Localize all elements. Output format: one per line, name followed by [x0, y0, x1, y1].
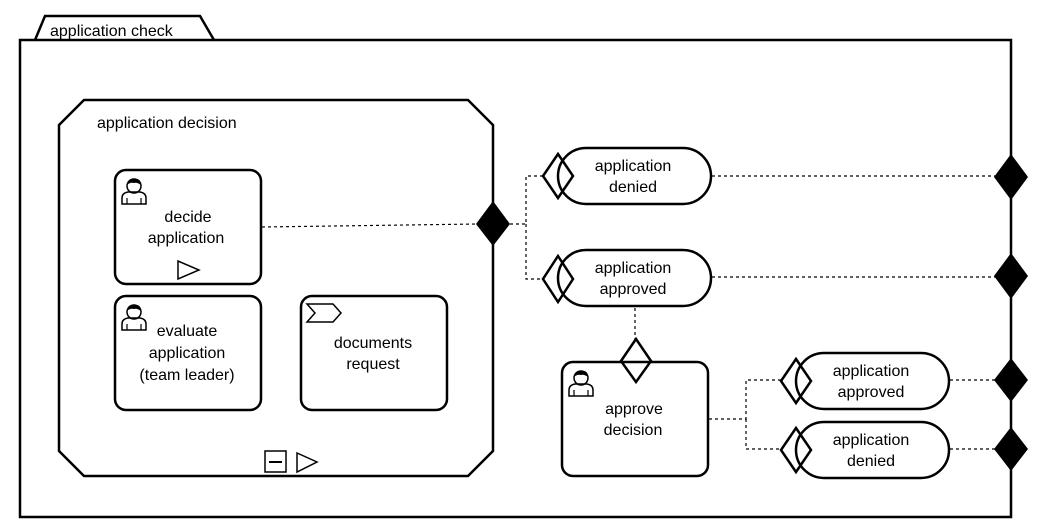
user-icon — [121, 178, 147, 205]
task-approve-decision[interactable]: approve decision — [560, 360, 710, 478]
task-label-line: documents — [334, 335, 412, 352]
task-label-line: decision — [604, 422, 663, 439]
task-label-line: application — [148, 230, 225, 247]
group-application-decision[interactable]: application decision — [57, 98, 495, 478]
outcome-label-line: denied — [609, 179, 657, 196]
gateway-filled-icon[interactable] — [994, 253, 1028, 299]
frame-label: application check — [50, 23, 174, 40]
group-label: application decision — [97, 115, 237, 132]
task-label-line: evaluate — [157, 323, 218, 340]
outcome-label-line: application — [595, 260, 672, 277]
gateway-open-icon[interactable] — [619, 336, 653, 385]
outcome-label-line: approved — [600, 281, 667, 298]
chevron-arrow-icon — [305, 303, 343, 323]
outcome-application-denied[interactable]: application denied — [541, 146, 713, 206]
gateway-filled-icon[interactable] — [994, 358, 1028, 402]
task-documents-request[interactable]: documents request — [299, 294, 449, 412]
play-marker-icon — [296, 451, 319, 474]
outcome-application-approved[interactable]: application approved — [779, 351, 951, 411]
play-marker-icon — [177, 259, 201, 281]
user-icon — [568, 370, 594, 397]
outcome-label-line: application — [595, 158, 672, 175]
gateway-open-icon — [541, 151, 575, 201]
outcome-label-line: approved — [838, 384, 905, 401]
outcome-application-approved[interactable]: application approved — [541, 248, 713, 308]
outcome-application-denied[interactable]: application denied — [779, 420, 951, 480]
outcome-label-line: application — [833, 432, 910, 449]
gateway-filled-icon[interactable] — [994, 427, 1028, 471]
gateway-open-icon — [779, 425, 813, 475]
task-evaluate-application[interactable]: evaluate application (team leader) — [113, 294, 263, 412]
gateway-open-icon — [779, 356, 813, 406]
gateway-filled-icon[interactable] — [476, 201, 510, 246]
task-label-line: (team leader) — [139, 367, 234, 384]
connectors — [261, 175, 996, 450]
outcome-label-line: denied — [847, 453, 895, 470]
task-label-line: request — [346, 356, 400, 373]
task-decide-application[interactable]: decide application — [113, 168, 263, 286]
user-icon — [121, 304, 147, 331]
task-label-line: approve — [605, 401, 663, 418]
collapse-marker-icon[interactable] — [264, 450, 287, 473]
gateway-filled-icon[interactable] — [994, 154, 1028, 200]
gateway-open-icon — [541, 253, 575, 305]
outcome-label-line: application — [833, 363, 910, 380]
task-label-line: decide — [164, 209, 211, 226]
task-label-line: application — [149, 345, 226, 362]
